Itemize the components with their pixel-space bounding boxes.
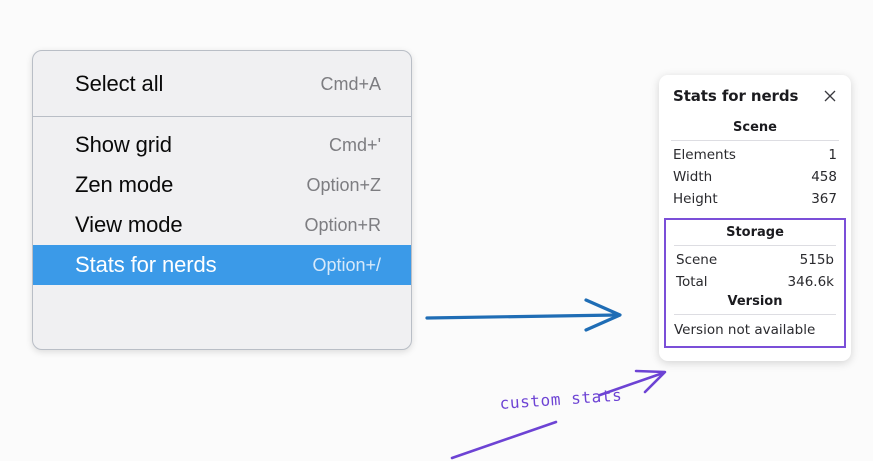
stats-for-nerds-panel: Stats for nerds Scene Elements 1 Width 4…	[659, 75, 851, 361]
scene-heading: Scene	[733, 120, 777, 135]
stat-key: Scene	[676, 252, 718, 268]
menu-item-shortcut: Option+Z	[306, 174, 381, 195]
custom-stats-annotation-label: custom stats	[499, 385, 623, 413]
menu-item-zen-mode[interactable]: Zen mode Option+Z	[33, 165, 411, 205]
stat-value: 515b	[799, 252, 834, 268]
menu-item-stats-for-nerds[interactable]: Stats for nerds Option+/	[33, 245, 411, 285]
menu-item-show-grid[interactable]: Show grid Cmd+'	[33, 125, 411, 165]
stats-panel-title: Stats for nerds	[673, 87, 799, 105]
menu-item-label: Show grid	[75, 132, 172, 157]
stats-panel-header: Stats for nerds	[659, 87, 851, 105]
version-section: Version Version not available	[666, 293, 844, 340]
menu-item-shortcut: Option+R	[304, 214, 381, 235]
menu-item-view-mode[interactable]: View mode Option+R	[33, 205, 411, 245]
custom-stats-highlight-box: Storage Scene 515b Total 346.6k Version …	[664, 218, 846, 348]
menu-item-label: View mode	[75, 212, 183, 237]
stat-key: Width	[673, 169, 713, 185]
version-heading: Version	[727, 294, 783, 309]
storage-divider	[674, 245, 836, 246]
stat-key: Elements	[673, 147, 736, 163]
storage-section: Storage Scene 515b Total 346.6k	[666, 224, 844, 293]
close-icon[interactable]	[821, 87, 839, 105]
menu-item-shortcut: Cmd+A	[320, 73, 381, 94]
stat-value: 367	[811, 191, 837, 207]
scene-divider	[671, 140, 839, 141]
menu-group-2: Show grid Cmd+' Zen mode Option+Z View m…	[33, 117, 411, 293]
scene-section: Scene Elements 1 Width 458 Height 367	[659, 119, 851, 212]
stat-value: 346.6k	[787, 274, 834, 290]
version-text: Version not available	[674, 322, 816, 338]
menu-item-label: Zen mode	[75, 172, 174, 197]
stat-key: Total	[676, 274, 708, 290]
menu-group-1: Select all Cmd+A	[33, 51, 411, 116]
menu-divider	[33, 116, 411, 117]
menu-item-label: Stats for nerds	[75, 252, 217, 277]
menu-item-label: Select all	[75, 71, 164, 96]
version-divider	[674, 314, 836, 315]
stat-value: 1	[828, 147, 837, 163]
stat-row-storage-total: Total 346.6k	[666, 271, 844, 293]
purple-underline-stroke	[450, 420, 558, 460]
blue-arrow	[425, 298, 622, 332]
stat-value: 458	[811, 169, 837, 185]
stat-row-elements: Elements 1	[659, 144, 851, 166]
storage-heading: Storage	[726, 225, 784, 240]
menu-item-select-all[interactable]: Select all Cmd+A	[33, 64, 411, 104]
menu-item-shortcut: Cmd+'	[329, 134, 381, 155]
stat-key: Height	[673, 191, 718, 207]
stat-row-width: Width 458	[659, 166, 851, 188]
stat-row-height: Height 367	[659, 188, 851, 210]
stat-row-storage-scene: Scene 515b	[666, 249, 844, 271]
context-menu[interactable]: Select all Cmd+A Show grid Cmd+' Zen mod…	[32, 50, 412, 350]
menu-item-shortcut: Option+/	[312, 254, 381, 275]
